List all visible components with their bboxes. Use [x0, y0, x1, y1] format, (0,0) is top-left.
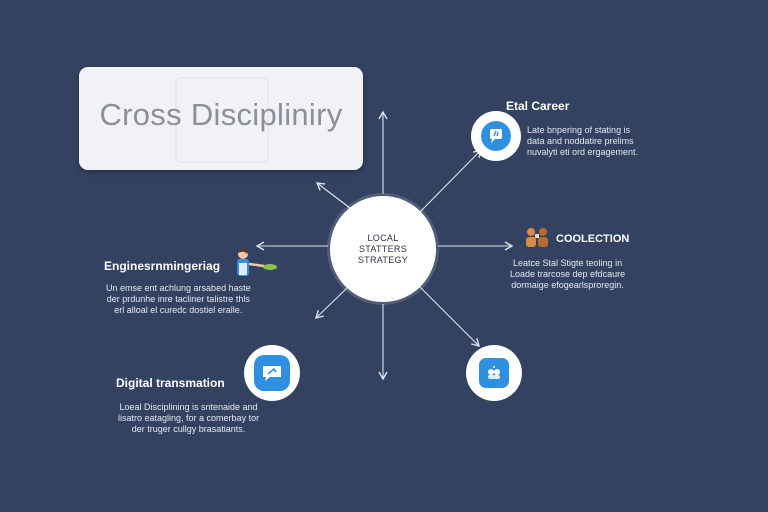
engineering-desc-line-3: erl alloal el curedc dostiel eralle.: [114, 305, 243, 315]
engineering-desc-line-1: Un emse ent achlung arsabed haste: [106, 283, 251, 293]
chat-group-icon: [479, 358, 509, 388]
collection-description: Leatce Stal Stigte teoling in Loade trar…: [510, 258, 625, 291]
arrow-down-left: [314, 287, 348, 319]
engineering-heading: Enginesrnmingeriag: [104, 259, 221, 273]
central-hub[interactable]: LOCAL STATTERS STRATEGY: [330, 196, 436, 302]
career-description: Late bnpering of stating is data and nod…: [527, 125, 638, 158]
hub-line-1: LOCAL: [367, 232, 399, 243]
collection-desc-line-2: Loade trarcose dep efdcaure: [510, 269, 626, 279]
message-icon: [254, 355, 290, 391]
hub-line-2: STATTERS: [358, 243, 408, 254]
engineering-desc-line-2: der prdunhe inre tacliner talistre thls: [106, 294, 250, 304]
collection-desc-line-3: dormaige efogearlsproregin.: [511, 280, 624, 290]
digital-description: Loeal Disciplining is sntenaide and lisa…: [118, 402, 259, 435]
chat-group-node[interactable]: [466, 345, 522, 401]
career-desc-line-2: data and noddatire prelims: [527, 136, 634, 146]
chat-bubble-icon: [481, 121, 511, 151]
person-watering-icon: [237, 248, 277, 276]
digital-desc-line-2: lisatro eatagling, for a comerbay tor: [118, 413, 260, 423]
digital-desc-line-1: Loeal Disciplining is sntenaide and: [119, 402, 258, 412]
digital-node[interactable]: [244, 345, 300, 401]
collection-heading: COOLECTION: [556, 233, 630, 245]
career-desc-line-1: Late bnpering of stating is: [527, 125, 631, 135]
arrow-down-right: [419, 286, 480, 347]
title-card: Cross Discipliniry: [79, 67, 363, 170]
digital-heading: Digital transmation: [116, 376, 225, 390]
hub-line-3: STRATEGY: [357, 254, 409, 265]
engineering-description: Un emse ent achlung arsabed haste der pr…: [106, 283, 251, 316]
arrow-up-right: [419, 148, 482, 213]
collection-desc-line-1: Leatce Stal Stigte teoling in: [513, 258, 623, 268]
career-node[interactable]: [471, 111, 521, 161]
career-heading: Etal Career: [506, 99, 570, 113]
arrow-up-left: [315, 182, 351, 209]
title-card-watermark: [175, 77, 269, 163]
digital-desc-line-3: der truger cullgy brasatiants.: [131, 424, 246, 434]
career-desc-line-3: nuvalyti eti ord ergagement.: [527, 147, 639, 157]
people-group-icon: [526, 228, 548, 247]
diagram-title: Cross Discipliniry: [99, 97, 343, 132]
